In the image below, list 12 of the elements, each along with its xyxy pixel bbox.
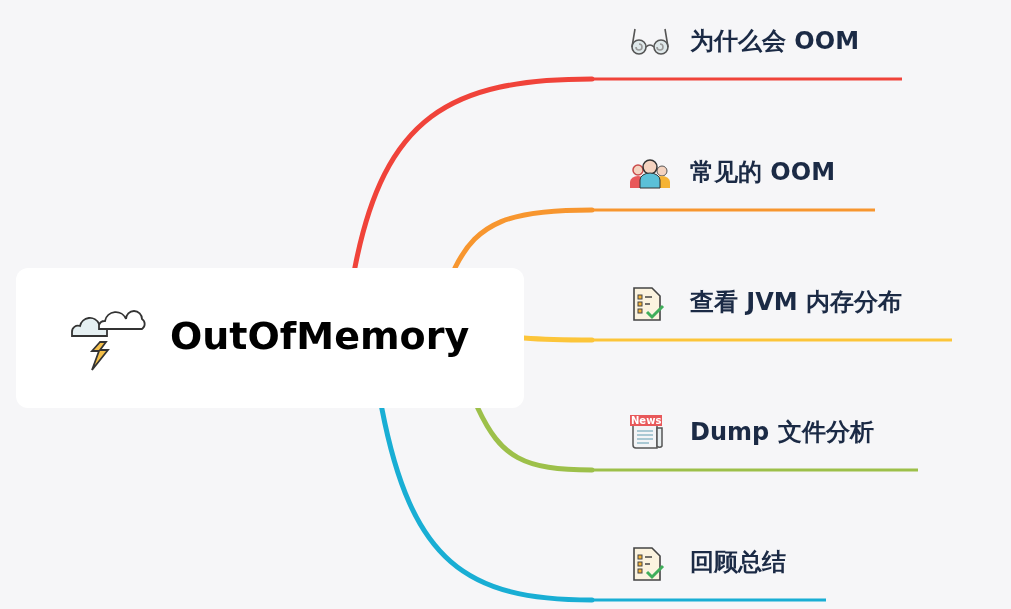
branch-connector <box>379 405 595 603</box>
topic-label: 为什么会 OOM <box>690 26 860 57</box>
branch-connector <box>452 207 595 271</box>
topic-label: 回顾总结 <box>690 547 786 578</box>
central-topic-box <box>16 268 524 408</box>
topic-label: 常见的 OOM <box>690 157 836 188</box>
branch-connector <box>475 405 595 473</box>
branch-connector <box>352 76 595 271</box>
icon-caption: News <box>630 415 663 426</box>
topic-label: 查看 JVM 内存分布 <box>690 287 903 318</box>
topic-label: Dump 文件分析 <box>690 417 874 448</box>
topic-title: OutOfMemory <box>170 314 470 358</box>
